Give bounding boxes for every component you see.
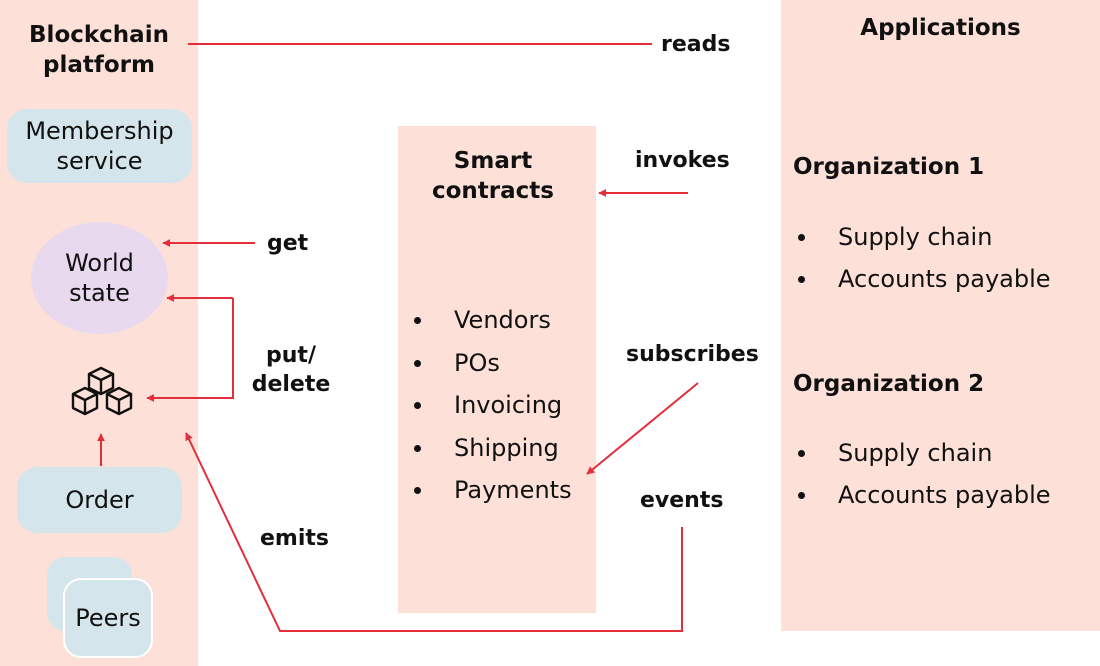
applications-panel: [781, 0, 1100, 631]
put-delete-label: put/ delete: [251, 343, 331, 397]
get-label: get: [267, 231, 309, 256]
list-item: Supply chain: [798, 220, 1051, 262]
smart-contracts-title: Smart contracts: [432, 148, 554, 204]
list-item: Vendors: [414, 301, 572, 344]
organization-2-title: Organization 2: [793, 371, 985, 397]
list-item: Invoicing: [414, 386, 572, 429]
peers-box: Peers: [63, 578, 153, 658]
list-item: Accounts payable: [798, 262, 1051, 304]
emits-label: emits: [260, 526, 329, 551]
organization-2-list: Supply chain Accounts payable: [798, 436, 1051, 520]
reads-label: reads: [661, 32, 731, 57]
list-item: Supply chain: [798, 436, 1051, 478]
order-box: Order: [17, 467, 182, 533]
membership-service-box: Membership service: [7, 109, 192, 183]
list-item: Accounts payable: [798, 478, 1051, 520]
applications-title: Applications: [860, 15, 1021, 41]
list-item: Shipping: [414, 429, 572, 472]
organization-1-list: Supply chain Accounts payable: [798, 220, 1051, 304]
events-label: events: [640, 488, 724, 513]
invokes-label: invokes: [635, 148, 730, 173]
world-state-ellipse: World state: [31, 222, 168, 334]
blockchain-platform-title: Blockchain platform: [29, 22, 169, 78]
subscribes-label: subscribes: [626, 342, 759, 367]
list-item: POs: [414, 344, 572, 387]
subscribes-arrow: [586, 382, 699, 475]
list-item: Payments: [414, 471, 572, 514]
organization-1-title: Organization 1: [793, 154, 985, 180]
smart-contracts-list: Vendors POs Invoicing Shipping Payments: [414, 301, 572, 514]
blocks-icon: [68, 362, 140, 430]
